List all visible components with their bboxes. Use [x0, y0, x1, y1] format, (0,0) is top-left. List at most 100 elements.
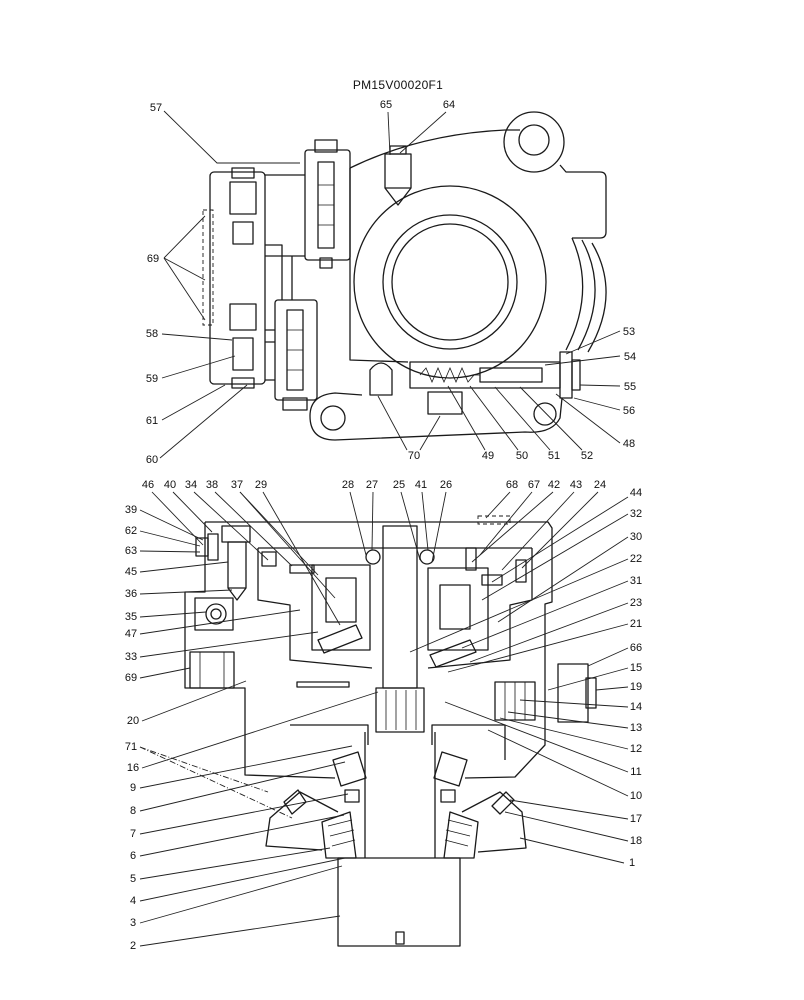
piston-shoe-right	[429, 639, 477, 668]
upper-spool-housing	[304, 149, 351, 261]
leader-8	[139, 761, 346, 812]
callout-30: 30	[630, 531, 642, 543]
callout-12: 12	[630, 743, 642, 755]
housing-outline-right	[205, 521, 553, 779]
relief-valve-poppet	[479, 367, 543, 383]
cylinder-cavity-left	[257, 548, 373, 669]
brake-piston-rings	[504, 682, 526, 720]
callout-5: 5	[130, 873, 136, 885]
leader-69-bottom	[139, 667, 191, 679]
leader-26	[431, 491, 447, 563]
leader-69-a	[163, 215, 206, 259]
leader-47	[139, 609, 301, 635]
housing-left-edge	[349, 168, 409, 363]
housing-flange-arc-middle	[577, 239, 596, 351]
leader-23	[469, 602, 629, 663]
upper-spool-cap	[314, 139, 338, 153]
leader-34	[193, 491, 269, 561]
callout-2: 2	[130, 940, 136, 952]
top-view-leader-lines	[159, 110, 621, 459]
crossover-passage-upper	[265, 244, 305, 300]
leader-4	[139, 857, 346, 902]
drain-port-threads	[199, 652, 225, 688]
leader-5	[139, 847, 331, 880]
callout-9: 9	[130, 782, 136, 794]
section-view-callouts: 46 40 34 38 37 29 28 27 25 41 26 68 67 4…	[125, 479, 642, 952]
callout-68: 68	[506, 479, 518, 491]
leader-71-b	[139, 746, 293, 819]
gear-cavity-right	[431, 724, 506, 760]
leader-31	[461, 580, 629, 649]
section-view-leader-lines	[139, 491, 629, 947]
housing-right-edge	[559, 164, 607, 239]
callout-55: 55	[624, 381, 636, 393]
callout-62: 62	[125, 525, 137, 537]
plug-body	[384, 153, 412, 189]
leader-44	[491, 496, 629, 583]
port-plug-center	[210, 608, 222, 620]
callout-60: 60	[146, 454, 158, 466]
callout-54: 54	[624, 351, 636, 363]
leader-15	[547, 667, 629, 691]
leader-56	[573, 397, 621, 411]
callout-67: 67	[528, 479, 540, 491]
leader-43	[501, 491, 575, 571]
callout-7: 7	[130, 828, 136, 840]
piston-left	[325, 577, 357, 623]
diagram-title: PM15V00020F1	[353, 78, 443, 92]
callout-47: 47	[125, 628, 137, 640]
taper-bearing-right-rollers	[444, 819, 473, 847]
callout-35: 35	[125, 611, 137, 623]
leader-38	[214, 491, 293, 567]
callout-49: 49	[482, 450, 494, 462]
callout-43: 43	[570, 479, 582, 491]
leader-30	[497, 536, 629, 623]
leader-6	[139, 814, 345, 857]
spline-hub	[375, 687, 425, 733]
housing-flange-arc-outer	[587, 242, 607, 353]
callout-34: 34	[185, 479, 197, 491]
callout-65: 65	[380, 99, 392, 111]
drain-port-fitting	[189, 651, 235, 689]
leader-57	[163, 110, 300, 164]
output-shaft-housing	[337, 857, 461, 947]
callout-1: 1	[629, 857, 635, 869]
plug-tip	[384, 187, 412, 206]
callout-17: 17	[630, 813, 642, 825]
port-plug-housing	[194, 597, 234, 631]
callout-64: 64	[443, 99, 455, 111]
callout-42: 42	[548, 479, 560, 491]
callout-37: 37	[231, 479, 243, 491]
housing-slot	[296, 681, 350, 688]
relief-valve-seat-boss	[427, 391, 463, 415]
leader-61	[161, 384, 226, 421]
lower-spool-cap	[282, 397, 308, 411]
callout-36: 36	[125, 588, 137, 600]
callout-70: 70	[408, 450, 420, 462]
leader-10	[487, 729, 629, 797]
spline-teeth	[385, 690, 417, 730]
small-bolt-right-b	[515, 559, 527, 583]
cylinder-block-right	[427, 567, 489, 651]
leader-50	[469, 385, 519, 451]
callout-53: 53	[623, 326, 635, 338]
callout-50: 50	[516, 450, 528, 462]
callout-32: 32	[630, 508, 642, 520]
leader-13	[507, 711, 629, 729]
valve-block-top-plug	[231, 167, 255, 179]
taper-bearing-right	[443, 811, 479, 859]
leader-32	[481, 513, 629, 601]
top-view	[202, 111, 607, 441]
leader-52	[519, 386, 583, 451]
callout-63: 63	[125, 545, 137, 557]
top-view-callouts: 57 65 64 69 58 59 61 60 70 49 50 51 52 5…	[146, 99, 636, 466]
leader-42	[471, 491, 554, 563]
leader-48	[555, 393, 621, 444]
valve-block-bottom-plug	[231, 377, 255, 389]
callout-41: 41	[415, 479, 427, 491]
lower-valve-seat	[229, 303, 257, 331]
leader-9	[139, 745, 353, 789]
leader-14	[519, 699, 629, 708]
mounting-boss	[503, 111, 565, 173]
